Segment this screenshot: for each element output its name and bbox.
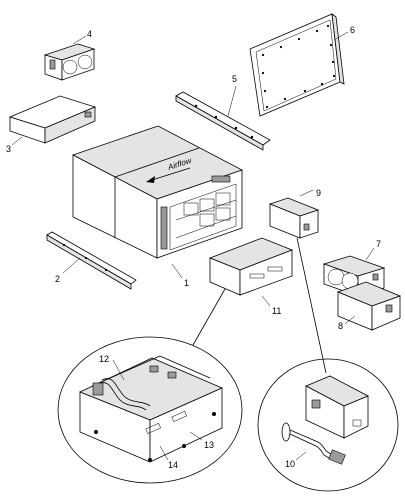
callout-11: 11 [272,306,281,316]
part-11-drawer [208,237,294,307]
callout-10: 10 [285,459,295,469]
callout-8: 8 [338,321,343,331]
callout-labels: 1 2 3 4 5 6 7 8 9 10 11 12 13 14 [6,25,381,470]
part-2-rail [46,231,137,290]
cover-plate-screw-holes [261,24,336,109]
callout-14: 14 [168,460,178,470]
detail-circle-drawer [57,336,243,484]
part-9-small-module [268,189,320,239]
drawer-inner-cable [92,365,177,411]
callout-13: 13 [204,440,214,450]
part-4-fan-module [43,35,96,81]
detail-circle-bracket [257,358,399,492]
callout-1: 1 [184,278,189,288]
callout-2: 2 [55,274,60,284]
cable-part-10 [281,422,346,465]
callout-3: 3 [6,144,11,154]
chassis-internal-bays [175,175,237,239]
leader-line-left [192,288,226,346]
airflow-arrow [146,167,191,183]
part-3-flat-tray [8,95,97,146]
callout-9: 9 [316,188,321,198]
callout-6: 6 [350,25,355,35]
callout-7: 7 [376,239,381,249]
callout-4: 4 [87,29,92,39]
part-1-chassis: Airflow [71,125,244,279]
callout-12: 12 [99,354,109,364]
part-5-rail [175,85,271,151]
leader-line-right [296,237,327,374]
part-6-cover-plate [249,13,349,117]
callout-5: 5 [232,74,237,84]
part-8-module [336,281,402,331]
